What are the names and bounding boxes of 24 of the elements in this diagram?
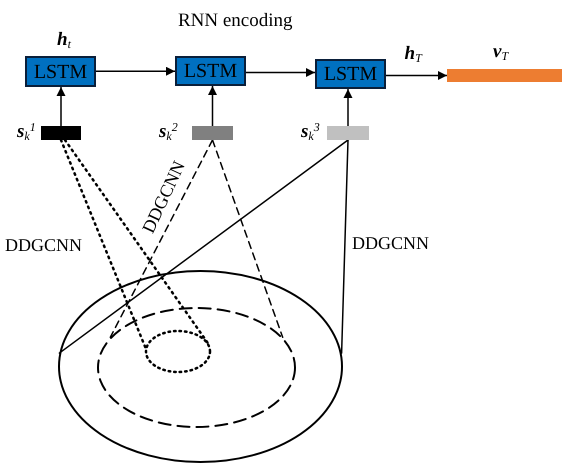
vector-label: v$_{T}$ — [493, 42, 508, 61]
projection-line — [58, 139, 349, 354]
arrow — [56, 86, 66, 127]
vector-bar — [447, 69, 562, 82]
arrow — [95, 66, 176, 76]
projection-line — [340, 139, 349, 354]
lstm-box: LSTM — [25, 56, 96, 87]
vector-bar — [192, 126, 233, 140]
method-label: DDGCNN — [5, 236, 82, 254]
edge-label: h$_{T}$ — [404, 44, 422, 62]
vector-bar — [41, 126, 81, 140]
arrow — [344, 88, 352, 127]
arrow — [245, 68, 316, 77]
projection-line — [110, 139, 214, 338]
method-label: DDGCNN — [352, 234, 430, 252]
diagram-title: RNN encoding — [178, 9, 293, 33]
vector-bar — [327, 126, 369, 140]
projection-line — [60, 138, 147, 350]
projection-line — [212, 139, 284, 338]
vector-label: h$_{t}$ — [57, 30, 71, 49]
arrow — [208, 85, 217, 127]
lstm-box: LSTM — [175, 56, 246, 86]
lstm-box: LSTM — [315, 59, 386, 89]
arrow — [385, 71, 448, 80]
